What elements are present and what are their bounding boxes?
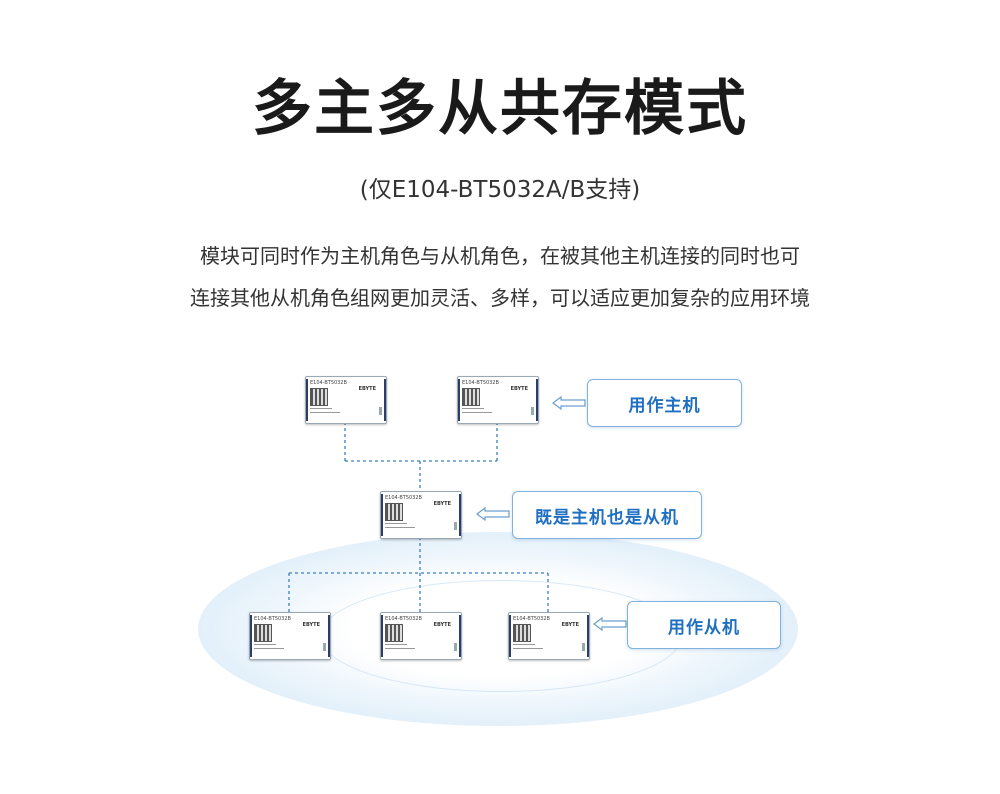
page-subtitle: (仅E104-BT5032A/B支持) [359,177,641,203]
module-pin [582,643,585,651]
module-master-1: E104-BT5032B EBYTE [305,376,387,424]
arrow-left-icon [593,617,627,631]
module-text-line [254,644,276,645]
page-title: 多主多从共存模式 [252,74,748,144]
module-brand-label: EBYTE [433,622,451,628]
callout-both-label: 既是主机也是从机 [535,507,679,528]
module-slave-2: E104-BT5032B EBYTE [380,612,462,660]
qr-code-icon [385,624,403,642]
callout-master-label: 用作主机 [628,395,701,416]
module-slave-1: E104-BT5032B EBYTE [249,612,331,660]
module-text-line [513,644,535,645]
module-text-line [462,408,484,409]
module-brand-label: EBYTE [561,622,579,628]
qr-code-icon [462,388,480,406]
callout-master: 用作主机 [587,379,742,427]
module-brand-label: EBYTE [358,386,376,392]
module-model-label: E104-BT5032B [310,380,347,386]
module-text-line [310,412,340,413]
module-brand-label: EBYTE [302,622,320,628]
module-text-line [385,527,415,528]
module-pin [323,643,326,651]
module-brand-label: EBYTE [510,386,528,392]
qr-code-icon [310,388,328,406]
module-pin [531,407,534,415]
module-pin [454,522,457,530]
qr-code-icon [385,503,403,521]
module-model-label: E104-BT5032B [385,495,422,501]
module-model-label: E104-BT5032B [254,616,291,622]
qr-code-icon [513,624,531,642]
qr-code-icon [254,624,272,642]
module-text-line [310,408,332,409]
module-pin [379,407,382,415]
module-model-label: E104-BT5032B [462,380,499,386]
module-pin [454,643,457,651]
module-text-line [462,412,492,413]
description-line-1: 模块可同时作为主机角色与从机角色，在被其他主机连接的同时也可 [200,244,800,268]
module-text-line [513,648,543,649]
module-slave-3: E104-BT5032B EBYTE [508,612,590,660]
module-model-label: E104-BT5032B [513,616,550,622]
module-text-line [385,644,407,645]
module-brand-label: EBYTE [433,501,451,507]
module-master-slave: E104-BT5032B EBYTE [380,491,462,539]
module-text-line [385,523,407,524]
module-text-line [254,648,284,649]
arrow-left-icon [476,507,510,521]
module-text-line [385,648,415,649]
callout-slave-label: 用作从机 [668,617,740,638]
module-model-label: E104-BT5032B [385,616,422,622]
module-master-2: E104-BT5032B EBYTE [457,376,539,424]
callout-master-and-slave: 既是主机也是从机 [512,491,702,539]
callout-slave: 用作从机 [627,601,781,649]
description-line-2: 连接其他从机角色组网更加灵活、多样，可以适应更加复杂的应用环境 [190,286,810,310]
arrow-left-icon [552,396,586,410]
